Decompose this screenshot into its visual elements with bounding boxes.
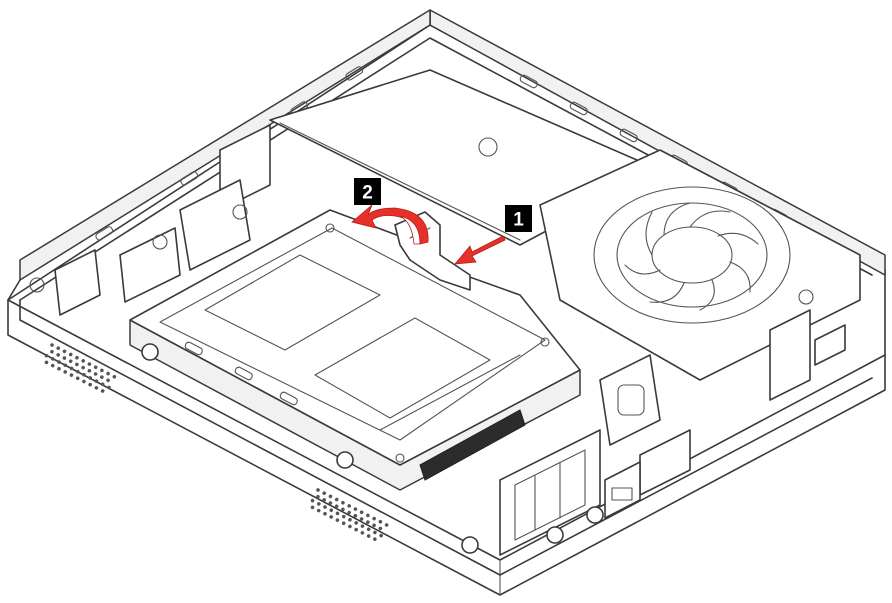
callout-1: 1 [505, 205, 532, 232]
bottom-vent-grille [310, 488, 389, 541]
callout-1-box [505, 205, 532, 232]
callout-2-label: 2 [362, 183, 373, 204]
push-arrow-icon [454, 235, 506, 265]
rear-io-connectors [461, 309, 846, 556]
left-vent-grille [44, 343, 117, 393]
rotate-arrow-icon [351, 204, 429, 245]
callout-1-label: 1 [513, 210, 524, 231]
callout-2-box [354, 178, 381, 205]
left-connectors [29, 124, 271, 316]
callout-2: 2 [354, 178, 381, 205]
cooling-fan [539, 149, 861, 381]
